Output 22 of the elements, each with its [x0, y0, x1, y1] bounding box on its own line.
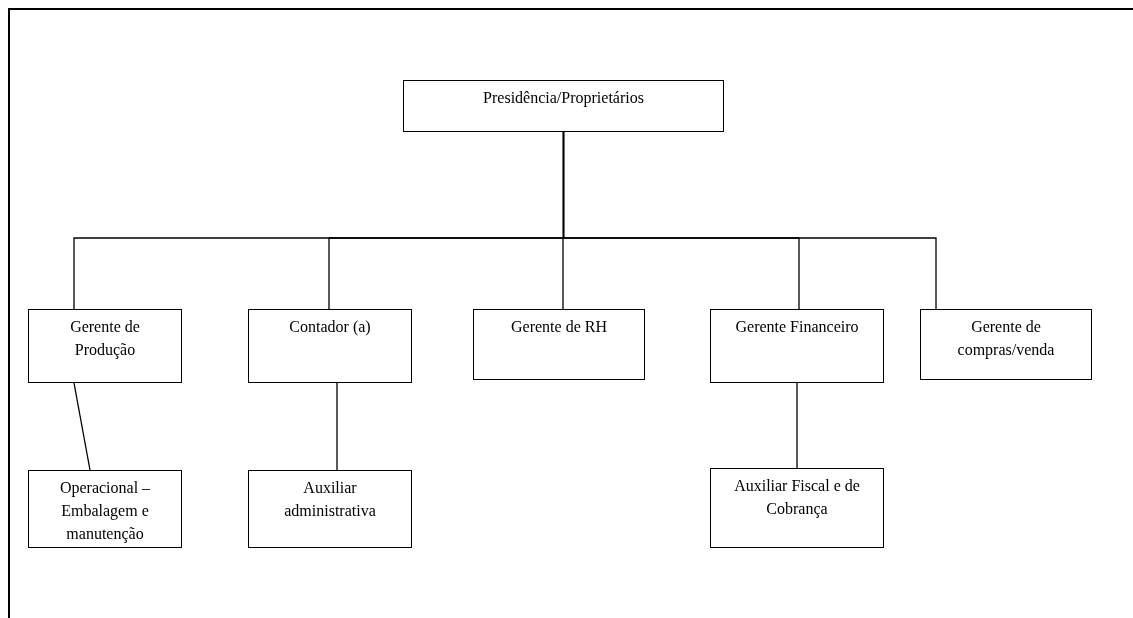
connector-line: [73, 382, 91, 471]
box-label: Gerente de RH: [511, 317, 607, 337]
org-box: [28, 309, 182, 383]
org-box: [28, 470, 182, 548]
org-box: [403, 80, 724, 132]
box-label: Gerente de compras/venda: [956, 317, 1056, 361]
org-box: [248, 309, 412, 383]
org-box: [710, 468, 884, 548]
org-box: [248, 470, 412, 548]
box-label: Gerente de Produção: [69, 317, 141, 361]
box-label: Presidência/Proprietários: [483, 88, 644, 109]
box-label: Auxiliar administrativa: [283, 478, 377, 521]
box-label: Operacional – Embalagem e manutenção: [58, 478, 152, 545]
org-box: [710, 309, 884, 383]
connector-line: [336, 382, 338, 471]
box-label: Gerente Financeiro: [735, 317, 859, 337]
box-label: Contador (a): [289, 317, 371, 338]
connector-line: [562, 131, 937, 310]
org-box: [473, 309, 645, 380]
connector-line: [796, 382, 798, 469]
org-box: [920, 309, 1092, 380]
box-label: Auxiliar Fiscal e de Cobrança: [733, 476, 861, 520]
